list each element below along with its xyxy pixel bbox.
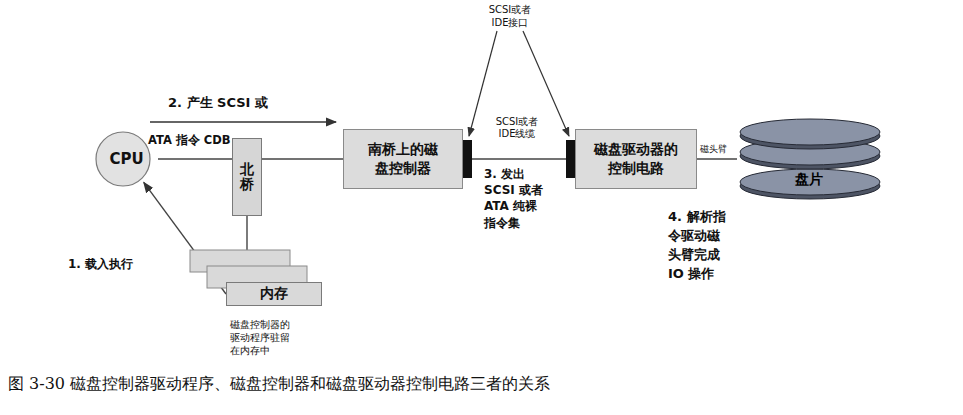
leader-arrow [469,31,497,136]
platter-outline [737,116,883,214]
northbridge-box: 北桥 [232,138,262,216]
memory-box: 内存 [226,282,322,306]
connector-line [463,158,575,159]
node-text: 磁盘驱动器的控制电路 [594,140,678,178]
drive-circuit-box: 磁盘驱动器的控制电路 [575,129,697,189]
platter-face [740,169,880,195]
node-text: 南桥上的磁盘控制器 [368,140,438,178]
port-connector [566,140,575,178]
controller-box: 南桥上的磁盘控制器 [343,129,463,189]
platter-face [740,119,880,145]
step-label: 3. 发出 SCSI 或者 ATA 纯裸 指令集 [484,166,552,231]
node-text: 内存 [260,285,288,303]
step-label: 2. 产生 SCSI 或 [168,94,268,112]
command-arrow [150,121,336,122]
cable-label: SCSI或者 IDE线缆 [486,116,548,140]
step-label: ATA 指令 CDB [148,133,231,148]
connector-line [262,158,343,159]
node-text: 北桥 [240,162,254,193]
node-text: 盘片 [795,171,823,189]
note-label: 磁盘控制器的驱动程序驻留在内存中 [230,318,294,357]
platter-stack: 盘片 [737,116,883,214]
figure-caption: 图 3-30 磁盘控制器驱动程序、磁盘控制器和磁盘驱动器控制电路三者的关系 [8,374,550,395]
port-connector [463,140,472,178]
step-label: 1. 载入执行 [68,256,133,273]
connector-line [158,158,232,159]
part-label: 磁头臂 [700,143,727,156]
connector-line [697,158,737,159]
cpu-outline [96,132,150,186]
step-label: 4. 解析指令驱动磁头臂完成 IO 操作 [668,208,728,283]
node-text: CPU [109,150,143,168]
callout-label: SCSI或者 IDE接口 [480,4,540,29]
